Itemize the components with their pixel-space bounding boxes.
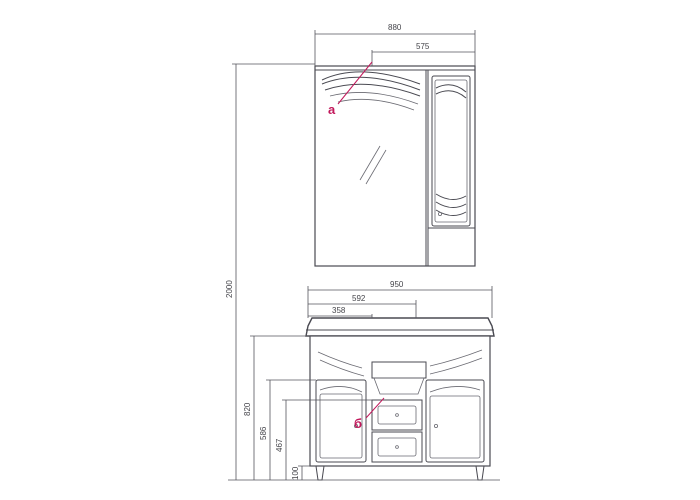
dim-592-label: 592 — [352, 294, 366, 303]
dim-2000-label: 2000 — [225, 280, 234, 298]
vanity-left-door — [315, 379, 367, 463]
dim-mirror-width: 880 — [314, 23, 476, 66]
vanity-right-door — [425, 379, 485, 463]
mirror-wave-1 — [321, 71, 421, 85]
dim-total-height: 2000 — [225, 63, 315, 480]
vanity-countertop — [305, 317, 495, 337]
mirror-side-door — [431, 75, 471, 227]
drawer-top-knob — [395, 413, 399, 417]
dim-880-label: 880 — [388, 23, 402, 32]
leg-left — [315, 465, 325, 481]
leg-right — [475, 465, 485, 481]
side-door-knob — [437, 211, 442, 216]
callout-b-leader — [365, 397, 385, 419]
mirror-cabinet-frame — [314, 65, 476, 267]
mirror-side-door-inner — [434, 79, 468, 223]
dim-doors-586: 586 — [259, 379, 316, 480]
dim-100-label: 100 — [291, 466, 300, 480]
side-door-wave-top-2 — [435, 90, 467, 99]
right-door-knob — [433, 423, 438, 428]
vanity-wave-right-1 — [429, 349, 483, 367]
mirror-reflection-2 — [365, 149, 387, 185]
mirror-wave-4 — [329, 92, 419, 105]
drawer-bottom-inner — [377, 437, 417, 457]
callout-a: а — [328, 61, 373, 117]
left-door-wave — [319, 386, 363, 393]
dim-586-label: 586 — [259, 426, 268, 440]
dim-vanity-358: 358 — [308, 306, 373, 318]
vanity-wave-left-1 — [317, 351, 363, 369]
sink-bowl — [373, 377, 425, 395]
mirror-wave-5 — [337, 98, 415, 111]
dim-950-label: 950 — [390, 280, 404, 289]
dim-vanity-height-820: 820 — [243, 335, 310, 480]
callout-b-label: б — [354, 416, 362, 431]
drawer-top-inner — [377, 405, 417, 425]
side-door-wave-top-1 — [435, 84, 467, 93]
dim-mirror-575: 575 — [371, 42, 475, 66]
vanity-wave-right-2 — [429, 357, 483, 375]
dim-575-label: 575 — [416, 42, 430, 51]
right-door-wave — [429, 386, 481, 393]
drawer-top — [371, 399, 423, 431]
mirror-reflection-1 — [359, 145, 381, 181]
vanity-unit — [228, 317, 500, 481]
side-door-wave-bottom-1 — [435, 193, 467, 200]
side-door-wave-bottom-2 — [435, 201, 467, 208]
callout-a-label: а — [328, 102, 336, 117]
dim-legs-100: 100 — [291, 465, 316, 480]
dim-820-label: 820 — [243, 402, 252, 416]
dim-358-label: 358 — [332, 306, 346, 315]
vanity-body — [309, 335, 491, 467]
side-door-wave-bottom-3 — [435, 209, 467, 216]
dim-vanity-width: 950 — [307, 280, 493, 318]
dim-drawer-467: 467 — [275, 399, 372, 480]
right-door-inner — [429, 395, 481, 459]
callout-b: б — [354, 397, 385, 431]
dim-467-label: 467 — [275, 438, 284, 452]
drawer-bottom-knob — [395, 445, 399, 449]
left-door-inner — [319, 393, 363, 459]
mirror-wave-3 — [324, 83, 421, 97]
dim-vanity-592: 592 — [308, 294, 417, 318]
drawer-bottom — [371, 431, 423, 463]
mirror-cabinet — [314, 65, 476, 267]
left-door-knob — [353, 423, 358, 428]
mirror-wave-2 — [321, 76, 421, 91]
callout-a-leader — [337, 61, 373, 105]
vanity-wave-left-2 — [319, 359, 365, 377]
